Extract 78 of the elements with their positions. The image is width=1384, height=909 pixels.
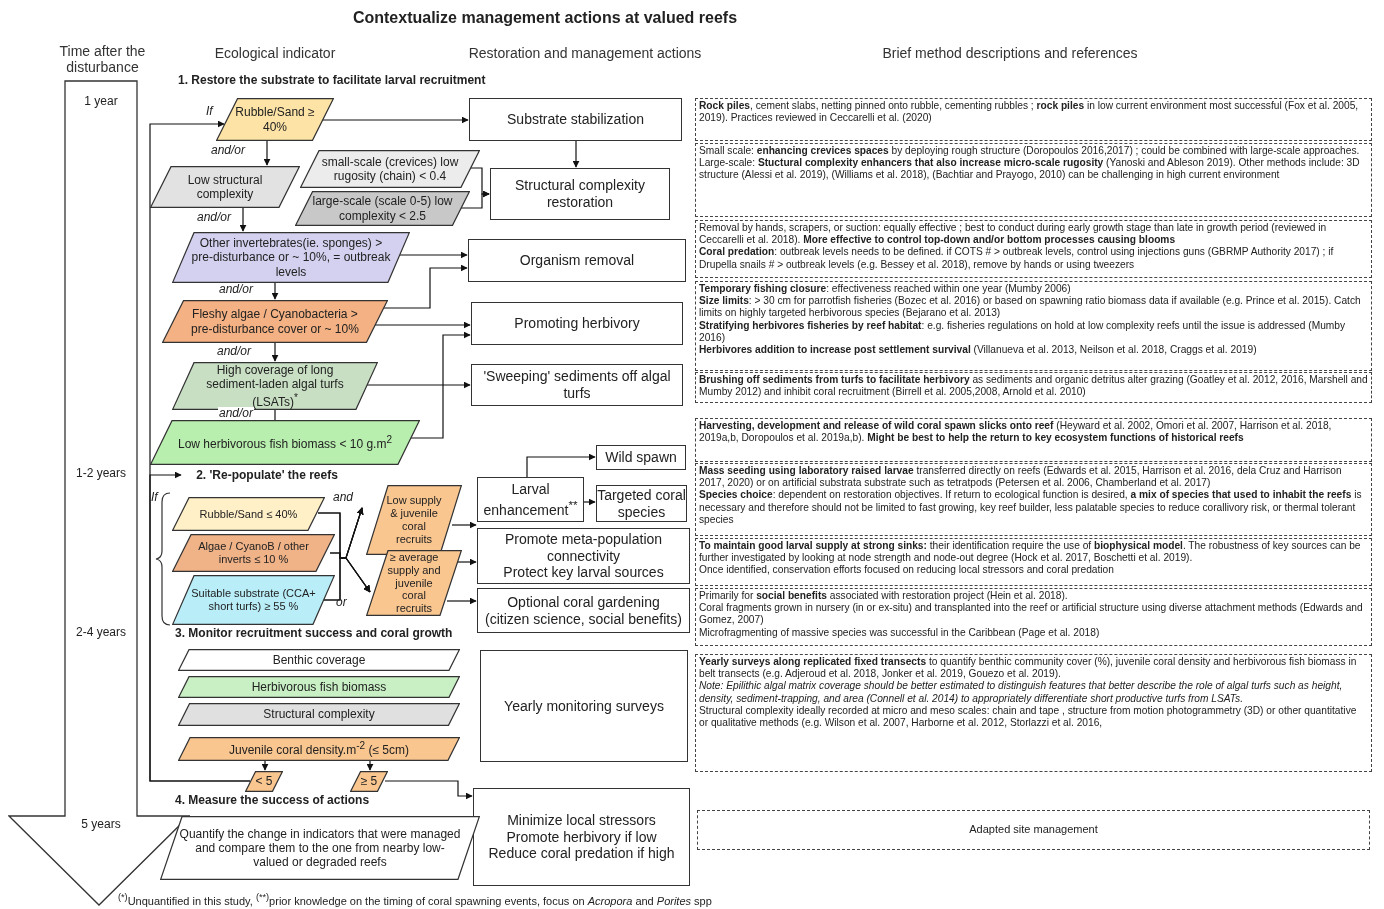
- description-box: Small scale: enhancing crevices spaces by deploying rough structure (Doropoulos 2016,2017) ; could be combined with large-scale approaches. Large-scale: Stuctural complexity enhancers that also increase micro-scale rugosity (Yanoski and Ableson 2019). Other methods include: 3D structure (Alessi et al. 2019), (Williams et al. 2018), (Bachtiar and Prayogo, 2010) can be challenging in high current environment: [695, 143, 1372, 217]
- arrow: [271, 282, 279, 300]
- arrow: [149, 471, 251, 782]
- arrow: [366, 760, 374, 771]
- condition-parallelogram: Rubble/Sand ≥ 40%: [216, 98, 334, 141]
- action-box: Optional coral gardening (citizen science, social benefits): [477, 588, 690, 633]
- condition-parallelogram: < 5: [245, 771, 283, 792]
- column-header: Restoration and management actions: [467, 45, 703, 61]
- section-heading: 2. 'Re-populate' the reefs: [182, 467, 352, 484]
- connector-line: [274, 409, 276, 421]
- condition-parallelogram: Algae / CyanoB / other inverts ≤ 10 %: [172, 534, 335, 572]
- arrow: [446, 597, 477, 605]
- action-box: Promote meta-population connectivity Protect key larval sources: [477, 528, 690, 584]
- condition-label: and: [333, 490, 354, 504]
- arrow: [384, 780, 473, 800]
- arrow: [263, 140, 271, 166]
- arrow: [455, 558, 477, 566]
- description-box: Adapted site management: [697, 810, 1370, 850]
- action-box: Targeted coral species: [596, 485, 687, 522]
- arrow: [460, 190, 490, 209]
- action-box: Minimize local stressors Promote herbivory if low Reduce coral predation if high: [473, 788, 690, 886]
- edge-label: and/or: [210, 144, 247, 157]
- condition-parallelogram: Structural complexity: [178, 703, 460, 726]
- condition-parallelogram: Fleshy algae / Cyanobacteria > pre-disturbance cover or ~ 10%: [162, 300, 388, 343]
- action-box: Organism removal: [468, 239, 686, 282]
- description-box: Rock piles, cement slabs, netting pinned onto rubble, cementing rubbles ; rock piles in low current environment most successful (Fox et al. 2005, 2019). Practices reviewed in Ceccarelli et al. (2020): [695, 98, 1372, 141]
- section-heading: 4. Measure the success of actions: [175, 793, 370, 807]
- arrow: [322, 557, 371, 601]
- condition-parallelogram: Benthic coverage: [178, 649, 460, 671]
- section-heading: 1. Restore the substrate to facilitate larval recruitment: [178, 73, 486, 87]
- arrow: [526, 453, 596, 478]
- edge-label: and/or: [216, 345, 253, 358]
- title: Contextualize management actions at valued reefs: [351, 9, 739, 27]
- footnote-text: $^{(*)}$Unquantified in this study, $^{(**)}$prior knowledge on the timing of coral spawning events, focus on Acropora and Porites spp: [118, 892, 712, 907]
- column-header: Time after the disturbance: [58, 43, 147, 75]
- description-box: To maintain good larval supply at strong sinks: their identification require the use of biophysical model. The robustness of key sources can be further investigated by looking at node strength and node-out degree (Hock et al. 2017, Boschetti et al. 2019). Once identified, conservation efforts focused on reducing local stressors and coral predation: [695, 538, 1372, 586]
- condition-parallelogram: Suitable substrate (CCA+ short turfs) ≥ 55 %: [172, 575, 335, 625]
- description-box: Mass seeding using laboratory raised larvae transferred directly on reefs (Edwards et al. 2015, Harrison et al. 2016, dela Cruz and Harrison 2017, 2020) or on artificial substrata substrate such as tetratpods (Petersen et al. 2006, Chamberland et al. 2017) Species choice: dependent on restoration objectives. If return to ecological function is desired, a mix of species that used to inhabit the reefs is necessary and therefore should not be limited to fast growing, key reef builder, less palatable species to reduce corallivory risk, or thermal tolerant species: [695, 463, 1372, 536]
- action-box: 'Sweeping' sediments off algal turfs: [471, 364, 683, 406]
- edge-label: and/or: [218, 407, 255, 420]
- description-box: Yearly surveys along replicated fixed transects to quantify benthic community cover (%), juvenile coral density and herbivorous fish biomass in belt transects (e.g. Adjeroud et al. 2018, Jonker et al. 2019, Gouezo et al. 2019). Note: Epilithic algal matrix coverage should be better estimated to distinguish features that better describe the role of algal turfs such as height, density, sediment-trapping, and area (Connell et al. 2014) to appropriately differentiate short productive turfs from LSATs. Structural complexity ideally recorded at micro and meso scales: chain and tape , structure from motion photogrammetry (3D) or other quantitative or qualitative methods (e.g. Wilson et al. 2007, Harborne et al. 2012, Storlazzi et al. 2016,: [695, 654, 1372, 772]
- condition-parallelogram: Herbivorous fish biomass: [178, 676, 460, 698]
- arrow: [271, 342, 279, 362]
- condition-parallelogram: Quantify the change in indicators that were managed and compare them to the one from nearby low-valued or degraded reefs: [160, 816, 480, 880]
- description-box: Primarily for social benefits associated with restoration project (Hein et al. 2018). Coral fragments grown in nursery (in or ex-situ) and transplanted into the reef or artificial structure using diverse attachment methods (Edwards and Gomez, 2007) Microfragmenting of massive species was successful in the Caribbean (Page et al. 2018): [695, 588, 1372, 646]
- edge-label: and/or: [218, 283, 255, 296]
- section-heading: 3. Monitor recruitment success and coral growth: [175, 626, 453, 640]
- condition-parallelogram: large-scale (scale 0-5) low complexity < 2.5: [295, 191, 470, 226]
- action-box: Substrate stabilization: [469, 98, 682, 141]
- condition-label: If: [151, 490, 158, 504]
- condition-label: If: [206, 104, 213, 118]
- condition-parallelogram: Low structural complexity: [150, 166, 300, 208]
- condition-parallelogram: small-scale (crevices) low rugosity (chain) < 0.4: [300, 150, 480, 188]
- arrow: [572, 140, 580, 168]
- action-box: Larval enhancement$^{**}$: [477, 477, 584, 522]
- condition-parallelogram: ≥ average supply and juvenile coral recruits: [366, 550, 462, 616]
- arrow: [451, 521, 477, 529]
- description-box: Harvesting, development and release of wild coral spawn slicks onto reef (Heyward et al. 2002, Omori et al. 2007, Harrison et al. 2018, 2019a,b, Doropoulos et al. 2019a,b). Might be best to help the return to key ecosystem functions of historical reefs: [695, 418, 1372, 462]
- edge-label: and/or: [196, 211, 233, 224]
- condition-parallelogram: Juvenile coral density.m$^{-2}$ (≤ 5cm): [178, 737, 460, 761]
- arrow: [239, 207, 247, 232]
- column-header: Brief method descriptions and references: [881, 45, 1139, 61]
- action-box: Wild spawn: [596, 445, 686, 470]
- condition-parallelogram: Rubble/Sand ≤ 40%: [172, 497, 325, 531]
- description-box: Temporary fishing closure: effectiveness reached within one year (Mumby 2006) Size limits: > 30 cm for parrotfish fisheries (Bozec et al. 2016) or based on spawning ratio biomass data if available (e.g. Prince et al. 2015). Catch limits on highly targeted herbivorous species (Bejarano et al. 2013) Stratifying herbivores fisheries by reef habitat: e.g. fisheries regulations on hold at low complexity reefs until the issue is addressed (Mumby 2016) Herbivores addition to increase post settlement survival (Villanueva et al. 2013, Neilson et al. 2018, Craggs et al. 2019): [695, 281, 1372, 371]
- condition-parallelogram: Low supply & juvenile coral recruits: [366, 485, 462, 555]
- action-box: Promoting herbivory: [471, 302, 683, 345]
- condition-parallelogram: Low herbivorous fish biomass < 10 g.m$^{2}$: [150, 420, 420, 465]
- description-box: Brushing off sediments from turfs to facilitate herbivory as sediments and organic detritus alter grazing (Goatley et al. 2012, 2016, Marshell and Mumby 2012) and inhibit coral recruitment (Birrell et al. 2005,2008, Arnold et al. 2010): [695, 372, 1372, 403]
- condition-label: or: [336, 595, 347, 609]
- action-box: Structural complexity restoration: [490, 168, 670, 220]
- action-box: Yearly monitoring surveys: [480, 650, 688, 762]
- description-box: Removal by hands, scrapers, or suction: equally effective ; best to conduct during early growth stage than late in growth period (reviewed in Ceccarelli et al. 2018). More effective to control top-down and/or bottom processes causing blooms Coral predation: outbreak levels needs to be defined. if COTS # > outbreak levels, control using injections guns (GBRMP Authority 2017) ; if Drupella snails # > outbreak levels (e.g. Bessey et al. 2018), remove by hands or using tweezers: [695, 220, 1372, 278]
- column-header: Ecological indicator: [213, 45, 337, 61]
- arrow: [583, 498, 596, 506]
- arrow: [261, 760, 269, 771]
- arrow: [321, 116, 469, 124]
- condition-parallelogram: ≥ 5: [350, 771, 388, 792]
